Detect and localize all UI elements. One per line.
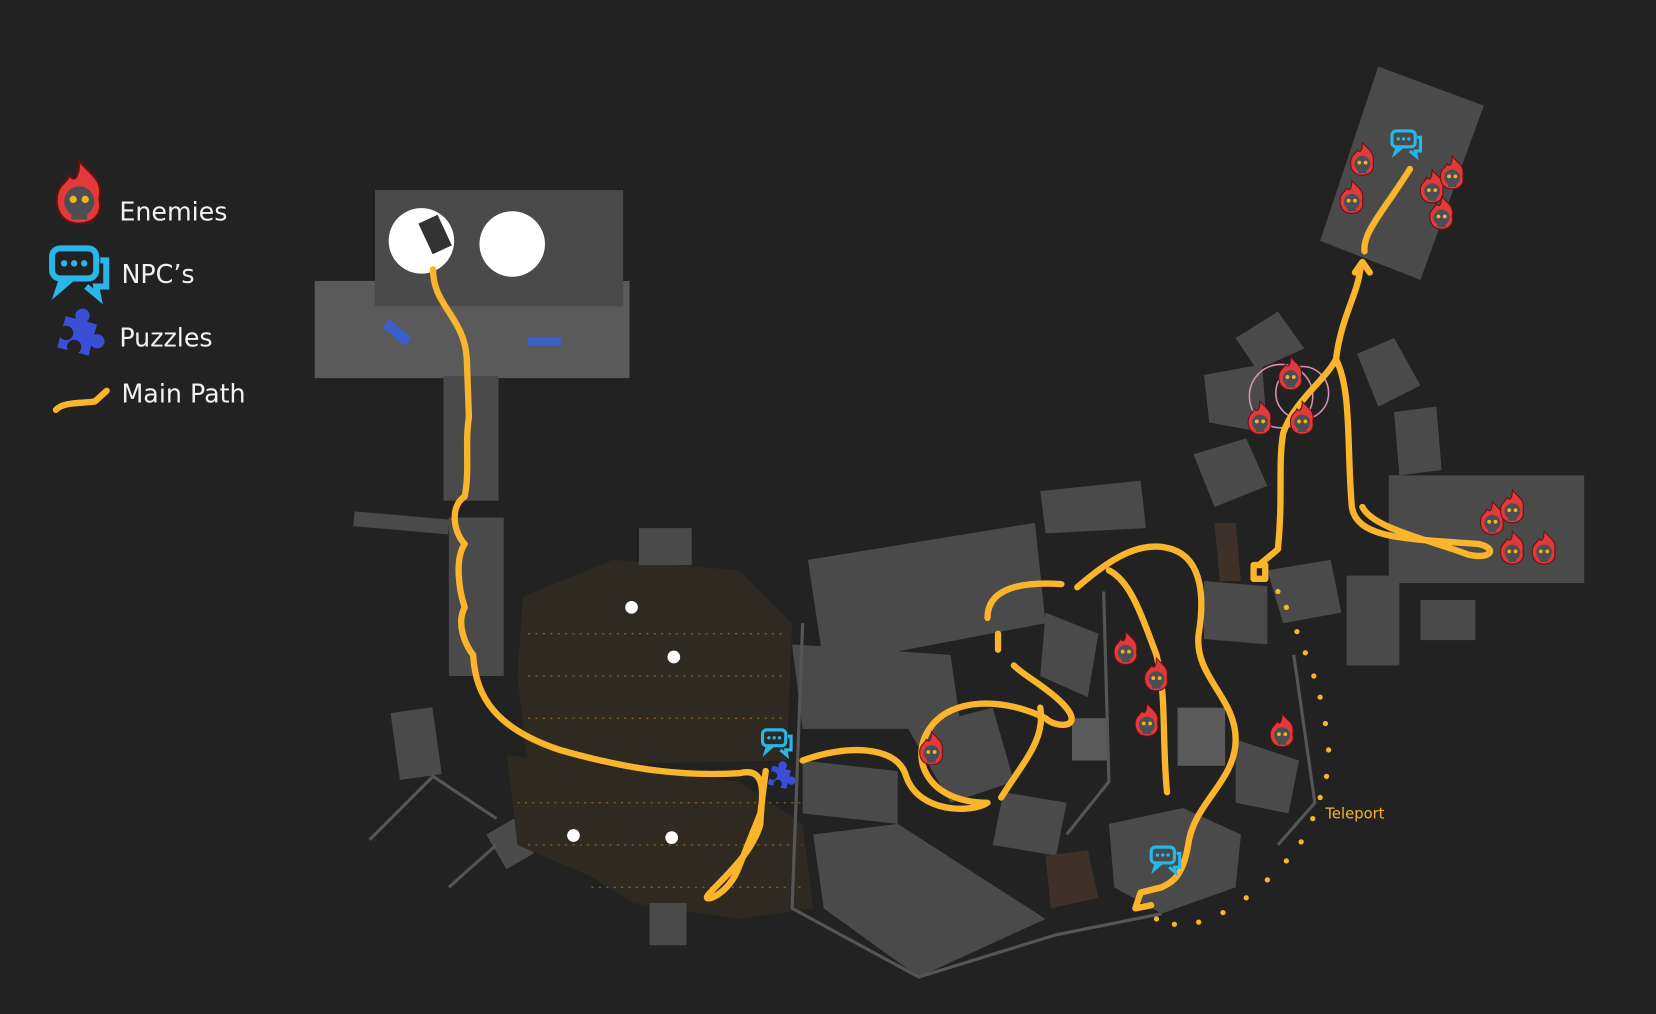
forest-area [506,528,814,946]
teleport-route [1153,588,1332,927]
npc-icon [52,248,106,296]
legend-label: Enemies [119,197,227,227]
legend-item-enemies: Enemies [55,160,227,227]
enemy-icon [1113,631,1138,665]
west-area [353,511,534,889]
enemy-icon [1289,400,1314,435]
enemy-icon [1134,702,1159,737]
legend: Enemies NPC’s Puzzles Main Path [52,160,246,413]
enemy-icon [1278,356,1303,391]
main-path-line-icon [52,387,110,413]
main-path [429,165,1494,912]
town-east [1040,438,1342,914]
legend-item-npcs: NPC’s [52,248,195,296]
legend-item-puzzles: Puzzles [57,304,213,359]
legend-item-main-path: Main Path [52,378,246,413]
enemy-icon [1144,657,1168,692]
puzzle-icon [57,304,112,359]
legend-label: Main Path [121,378,245,408]
puzzle-icon [767,758,800,791]
legend-label: Puzzles [119,322,212,352]
town-center [790,522,1163,979]
enemy-icon [1269,713,1294,748]
enemy-icon [55,160,102,225]
north-east-area [1203,66,1585,666]
facility-building [314,190,630,501]
teleport-label: Teleport [1324,806,1384,823]
legend-label: NPC’s [121,259,194,289]
